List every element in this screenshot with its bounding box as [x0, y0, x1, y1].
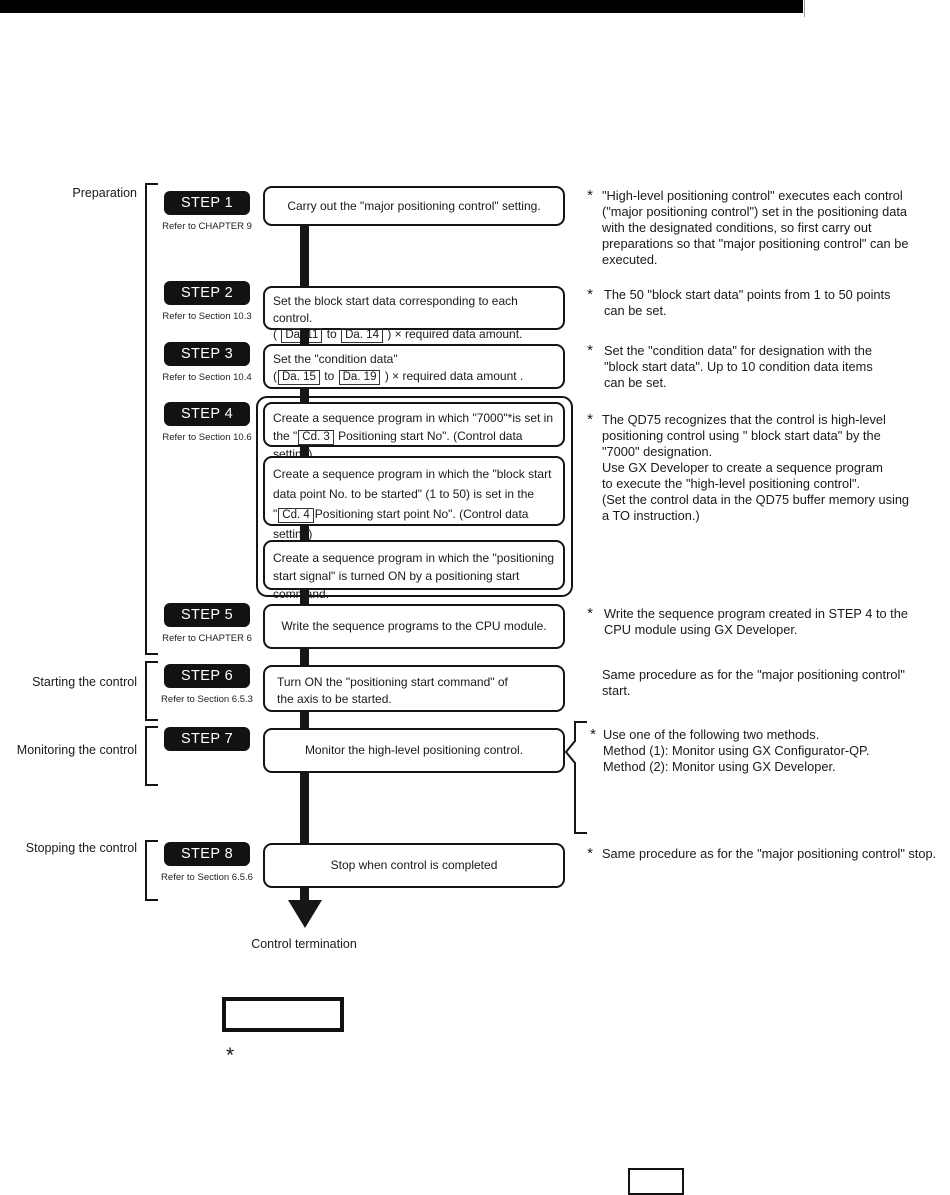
step-box-1-text: Carry out the "major positioning control… — [287, 198, 541, 213]
step-box-4a: Create a sequence program in which "7000… — [263, 402, 565, 461]
step-box-4c-line2: start signal" is turned ON by a position… — [273, 569, 520, 601]
note8-asterisk: * — [587, 845, 593, 862]
note5-text: Write the sequence program created in ST… — [604, 606, 908, 637]
step-box-8: Stop when control is completed — [263, 843, 565, 888]
step-badge-6: STEP 6 — [164, 664, 250, 688]
step-box-4b: Create a sequence program in which the "… — [263, 456, 565, 541]
control-termination-label: Control termination — [251, 937, 357, 951]
step-box-4b-line2: data point No. to be started" (1 to 50) … — [273, 487, 535, 501]
step-box-4b-line1: Create a sequence program in which the "… — [273, 467, 552, 481]
step-refer-3: Refer to Section 10.4 — [162, 372, 252, 383]
da15-token: Da. 15 — [278, 369, 320, 385]
flow-line — [300, 387, 309, 404]
step-box-4a-line1: Create a sequence program in which "7000… — [273, 411, 554, 425]
flow-line — [300, 328, 309, 346]
note2-asterisk: * — [587, 286, 593, 303]
note7-text: Use one of the following two methods. Me… — [603, 727, 870, 774]
step-box-4c-line1: Create a sequence program in which the "… — [273, 551, 555, 565]
step-box-7: Monitor the high-level positioning contr… — [263, 728, 565, 773]
note2-text: The 50 "block start data" points from 1 … — [604, 287, 891, 318]
step-refer-5: Refer to CHAPTER 6 — [162, 633, 252, 644]
step-badge-5: STEP 5 — [164, 603, 250, 627]
flow-line — [300, 647, 309, 667]
bracket-starting — [145, 661, 158, 721]
step-badge-3: STEP 3 — [164, 342, 250, 366]
step-box-7-text: Monitor the high-level positioning contr… — [304, 743, 524, 758]
flow-line — [300, 224, 309, 288]
note7-asterisk: * — [590, 726, 596, 743]
step-box-1: Carry out the "major positioning control… — [263, 186, 565, 226]
side-label-preparation: Preparation — [72, 186, 137, 200]
note1-asterisk: * — [587, 187, 593, 204]
step-box-6-line1: Turn ON the "positioning start command" … — [277, 675, 508, 689]
side-label-stopping: Stopping the control — [25, 841, 137, 855]
step-box-6-line2: the axis to be started. — [277, 691, 392, 706]
step-box-2: Set the block start data corresponding t… — [263, 286, 565, 343]
da14-token: Da. 14 — [341, 328, 383, 343]
flow-line — [300, 524, 309, 542]
side-label-monitoring: Monitoring the control — [16, 743, 137, 757]
footnote-asterisk: * — [226, 1044, 235, 1067]
step-refer-2: Refer to Section 10.3 — [162, 311, 252, 322]
step-box-8-text: Stop when control is completed — [330, 858, 498, 873]
note5-asterisk: * — [587, 605, 593, 622]
side-label-starting: Starting the control — [32, 675, 137, 689]
step-box-2-line1: Set the block start data corresponding t… — [273, 294, 518, 325]
step-box-5-text: Write the sequence programs to the CPU m… — [281, 619, 547, 634]
step-badge-2: STEP 2 — [164, 281, 250, 305]
step-badge-8: STEP 8 — [164, 842, 250, 866]
step-box-4c: Create a sequence program in which the "… — [263, 540, 565, 601]
step-refer-1: Refer to CHAPTER 9 — [162, 221, 252, 232]
step-refer-8: Refer to Section 6.5.6 — [161, 872, 253, 883]
bracket-preparation — [145, 183, 158, 655]
note8-text: Same procedure as for the "major positio… — [602, 846, 937, 861]
step-refer-6: Refer to Section 6.5.3 — [161, 694, 253, 705]
flow-line — [300, 886, 309, 902]
note6-text: Same procedure as for the "major positio… — [602, 667, 905, 698]
note3-asterisk: * — [587, 342, 593, 359]
step-refer-4: Refer to Section 10.6 — [162, 432, 252, 443]
step-badge-4: STEP 4 — [164, 402, 250, 426]
note7-bracket — [564, 721, 587, 834]
step-badge-7: STEP 7 — [164, 727, 250, 751]
step-box-2-line2: ( Da. 11 to Da. 14 ) × required data amo… — [273, 327, 523, 343]
point-box — [222, 997, 344, 1032]
bracket-monitoring — [145, 726, 158, 786]
da19-token: Da. 19 — [338, 369, 381, 385]
page-number-box — [628, 1168, 684, 1195]
step-box-6: Turn ON the "positioning start command" … — [263, 665, 565, 712]
step-box-3-line2: (Da. 15 to Da. 19 ) × required data amou… — [273, 368, 524, 385]
step-box-3-line1: Set the "condition data" — [273, 352, 398, 366]
cd3-token: Cd. 3 — [298, 430, 334, 445]
note4-text: The QD75 recognizes that the control is … — [602, 412, 910, 523]
note4-asterisk: * — [587, 411, 593, 428]
flow-line — [300, 710, 309, 730]
step-badge-1: STEP 1 — [164, 191, 250, 215]
cd4-token: Cd. 4 — [278, 508, 314, 523]
note3-text: Set the "condition data" for designation… — [604, 343, 873, 390]
step-box-5: Write the sequence programs to the CPU m… — [263, 604, 565, 649]
bracket-stopping — [145, 840, 158, 901]
step-box-3: Set the "condition data" (Da. 15 to Da. … — [263, 344, 565, 389]
flow-line — [300, 771, 309, 845]
note1-text: "High-level positioning control" execute… — [602, 188, 909, 267]
flow-line — [300, 445, 309, 458]
flow-line — [300, 588, 309, 606]
flow-arrow-head — [288, 900, 322, 928]
header-rule — [804, 0, 805, 17]
header-bar — [0, 0, 803, 13]
